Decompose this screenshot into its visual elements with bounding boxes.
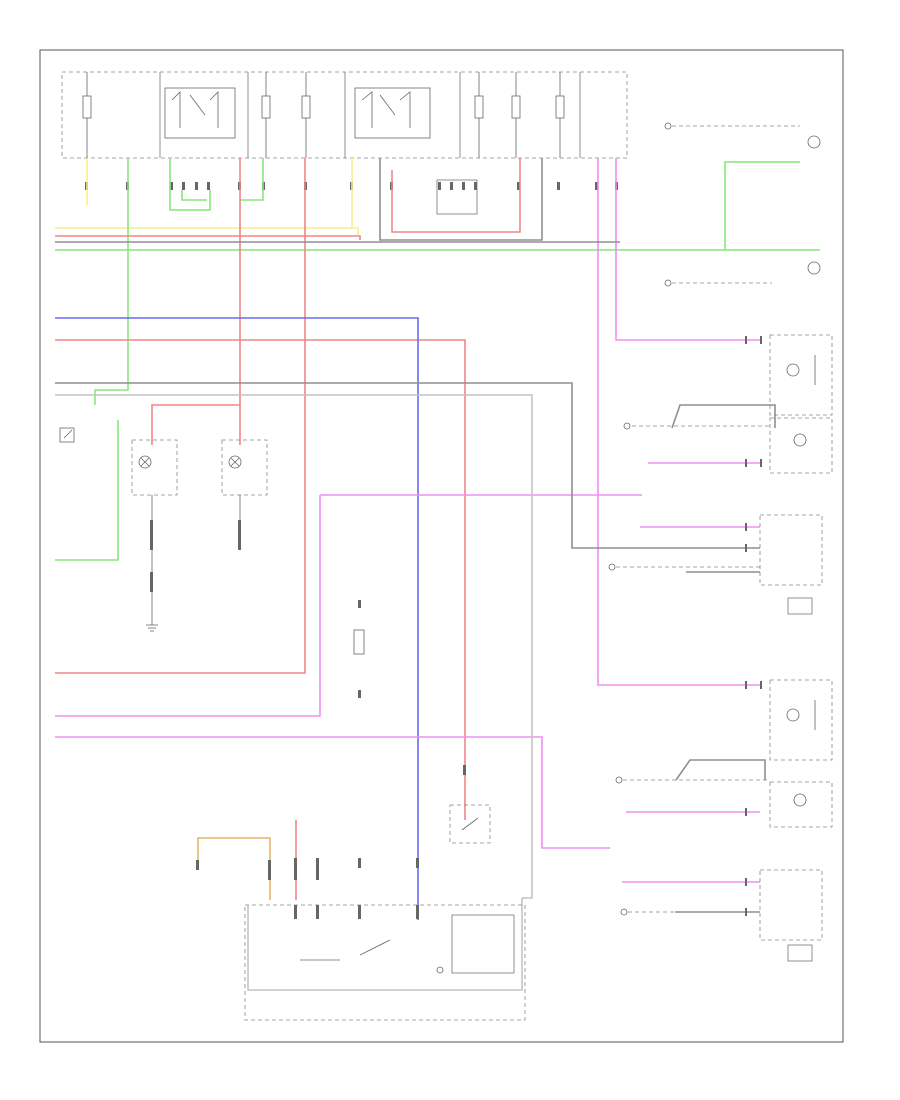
ground-icon [807, 261, 821, 275]
wire-light-gray [55, 394, 533, 991]
wire-green [55, 158, 820, 561]
ground-icon [807, 135, 821, 149]
fuse-icon [301, 72, 311, 158]
right-front-lamp-assy [769, 679, 833, 761]
bulb-icon [138, 455, 152, 469]
turn-signal-switch [449, 804, 491, 844]
wire-gray [55, 158, 776, 913]
wire-blue [55, 317, 419, 920]
bulb-icon [786, 708, 800, 722]
left-side-turn [759, 514, 823, 615]
fuse-icon [353, 629, 365, 655]
right-rear-lamp-assy [769, 781, 833, 828]
left-front-lamp-assy [769, 334, 833, 416]
switch-icon [461, 817, 479, 831]
fuse-relay-block-outline [61, 71, 628, 159]
diagram-frame [39, 49, 844, 1043]
left-rear-turn-lamp [221, 439, 268, 496]
ground-icon [608, 122, 672, 916]
connector-icon [150, 520, 361, 698]
connector-icon [745, 336, 762, 916]
fuse-icon [555, 72, 565, 158]
junction-box [436, 179, 478, 215]
relay-icon [354, 87, 431, 139]
bulb-icon [793, 793, 807, 807]
right-side-turn [759, 869, 823, 962]
wire-red [55, 158, 521, 900]
bulb-icon [228, 455, 242, 469]
switch-icon [59, 427, 75, 443]
wire-gray [616, 125, 800, 913]
bulb-icon [786, 363, 800, 377]
left-rear-lamp-assy [769, 417, 833, 474]
combination-meter [244, 904, 526, 1021]
wire-tan [197, 837, 271, 900]
relay-icon [164, 87, 236, 139]
bulb-icon [793, 433, 807, 447]
fuse-icon [511, 72, 521, 158]
ground-icon [146, 495, 158, 632]
wire-yellow [55, 158, 359, 235]
fuse-icon [474, 72, 484, 158]
fuse-icon [261, 72, 271, 158]
fuse-icon [82, 72, 92, 158]
wire-pink [55, 158, 760, 883]
connector-icon [196, 765, 466, 919]
left-front-turn-lamp [131, 439, 178, 496]
